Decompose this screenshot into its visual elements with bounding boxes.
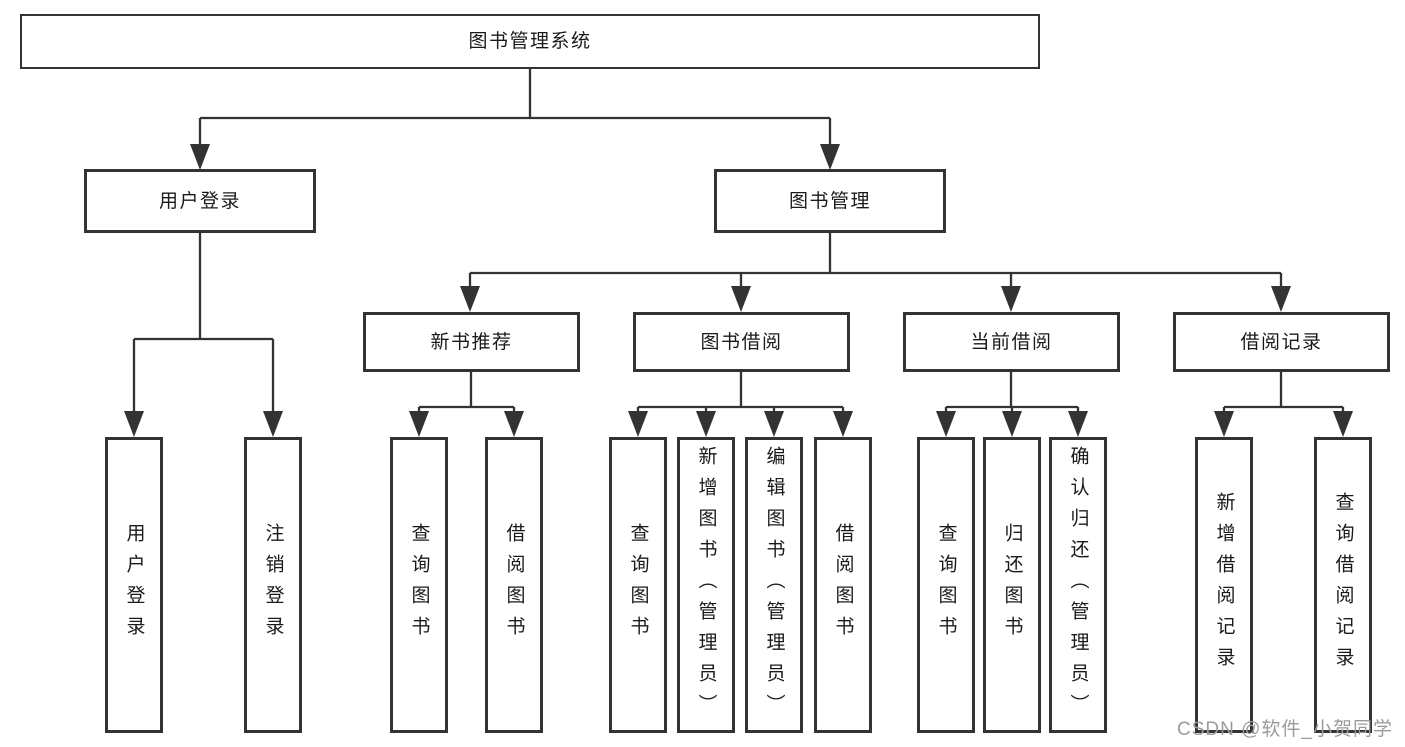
arrow-to-bb-borrow [833, 411, 853, 437]
node-user-login-label: 用户登录 [158, 190, 241, 212]
leaf-bb-edit-book-label: 编辑图书（管理员） [763, 445, 785, 725]
leaf-bb-borrow-book-label: 借阅图书 [832, 523, 854, 647]
leaf-br-add-record: 新增借阅记录 [1195, 437, 1253, 733]
arrow-to-book-management [820, 144, 840, 170]
leaf-cb-confirm-return-label: 确认归还（管理员） [1067, 445, 1089, 725]
leaf-logout-login-label: 注销登录 [262, 523, 284, 647]
arrow-to-new-book-recommendation [460, 286, 480, 312]
leaf-bb-add-book-label: 新增图书（管理员） [695, 445, 717, 725]
leaf-user-login-label: 用户登录 [123, 523, 145, 647]
node-book-borrowing-label: 图书借阅 [700, 331, 783, 353]
leaf-cb-return-book-label: 归还图书 [1001, 523, 1023, 647]
leaf-nbr-query-book: 查询图书 [390, 437, 448, 733]
arrow-to-current-borrowing [1001, 286, 1021, 312]
node-new-book-recommendation-label: 新书推荐 [430, 331, 513, 353]
node-current-borrowing: 当前借阅 [903, 312, 1120, 372]
leaf-bb-query-book-label: 查询图书 [627, 523, 649, 647]
node-book-borrowing: 图书借阅 [633, 312, 850, 372]
leaf-nbr-borrow-book-label: 借阅图书 [503, 523, 525, 647]
edge-records-to-leaves [1222, 372, 1345, 412]
arrow-to-login-leaf [124, 411, 144, 437]
edge-bookmgmt-to-level3 [468, 233, 1283, 287]
arrowheads [124, 144, 1353, 437]
node-borrowing-records-label: 借阅记录 [1240, 331, 1323, 353]
edge-newbook-to-leaves [417, 372, 516, 412]
edge-currentborrow-to-leaves [944, 372, 1080, 412]
edge-userlogin-to-leaves [132, 233, 275, 412]
arrow-to-cb-confirm [1068, 411, 1088, 437]
arrow-to-nbr-borrow [504, 411, 524, 437]
node-new-book-recommendation: 新书推荐 [363, 312, 580, 372]
arrow-to-br-query [1333, 411, 1353, 437]
node-current-borrowing-label: 当前借阅 [970, 331, 1053, 353]
node-book-management-label: 图书管理 [788, 190, 871, 212]
leaf-cb-return-book: 归还图书 [983, 437, 1041, 733]
node-root-label: 图书管理系统 [468, 31, 592, 52]
leaf-user-login: 用户登录 [105, 437, 163, 733]
leaf-br-add-record-label: 新增借阅记录 [1213, 492, 1235, 678]
arrow-to-nbr-query [409, 411, 429, 437]
arrow-to-cb-return [1002, 411, 1022, 437]
node-book-management: 图书管理 [714, 169, 946, 233]
node-root: 图书管理系统 [20, 14, 1040, 69]
leaf-bb-add-book: 新增图书（管理员） [677, 437, 735, 733]
leaf-logout-login: 注销登录 [244, 437, 302, 733]
node-user-login: 用户登录 [84, 169, 316, 233]
leaf-bb-borrow-book: 借阅图书 [814, 437, 872, 733]
edge-root-to-level2 [198, 69, 832, 145]
arrow-to-borrowing-records [1271, 286, 1291, 312]
node-borrowing-records: 借阅记录 [1173, 312, 1390, 372]
arrow-to-bb-add [696, 411, 716, 437]
leaf-br-query-record-label: 查询借阅记录 [1332, 492, 1354, 678]
arrow-to-cb-query [936, 411, 956, 437]
leaf-cb-confirm-return: 确认归还（管理员） [1049, 437, 1107, 733]
arrow-to-user-login [190, 144, 210, 170]
leaf-bb-edit-book: 编辑图书（管理员） [745, 437, 803, 733]
csdn-watermark: CSDN @软件_小贺同学 [1177, 719, 1393, 740]
leaf-cb-query-book-label: 查询图书 [935, 523, 957, 647]
arrow-to-bb-query [628, 411, 648, 437]
arrow-to-logout-leaf [263, 411, 283, 437]
leaf-br-query-record: 查询借阅记录 [1314, 437, 1372, 733]
leaf-nbr-borrow-book: 借阅图书 [485, 437, 543, 733]
arrow-to-book-borrowing [731, 286, 751, 312]
leaf-cb-query-book: 查询图书 [917, 437, 975, 733]
leaf-bb-query-book: 查询图书 [609, 437, 667, 733]
leaf-nbr-query-book-label: 查询图书 [408, 523, 430, 647]
arrow-to-bb-edit [764, 411, 784, 437]
arrow-to-br-add [1214, 411, 1234, 437]
edge-bookborrow-to-leaves [636, 372, 845, 412]
